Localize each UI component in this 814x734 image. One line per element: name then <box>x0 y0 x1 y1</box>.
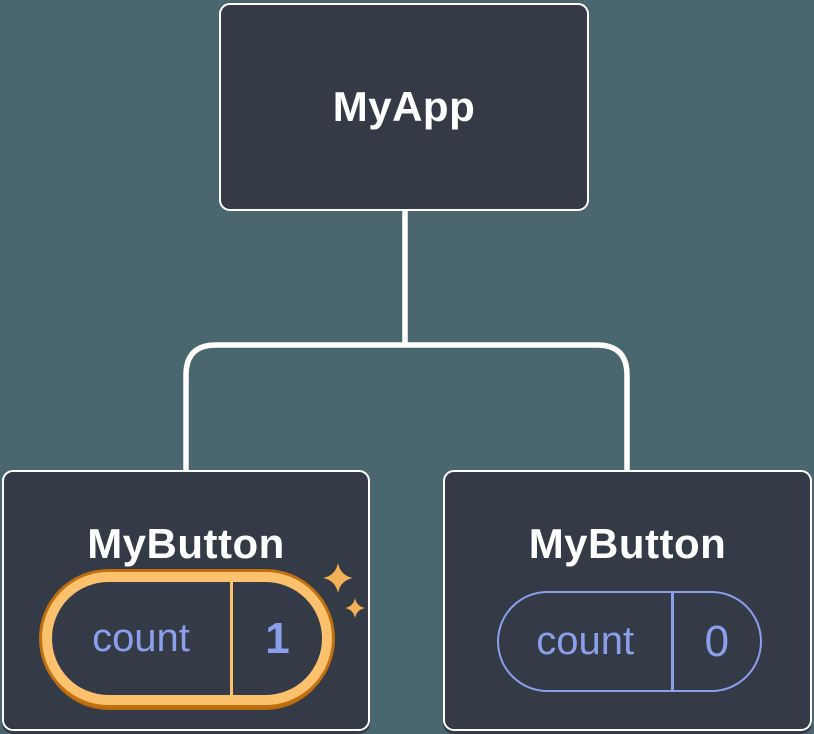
state-pill: count 0 <box>497 591 762 692</box>
sparkles-icon <box>323 563 366 619</box>
node-myapp: MyApp <box>219 3 589 211</box>
state-value: 0 <box>704 616 730 666</box>
state-value: 1 <box>265 613 290 663</box>
sparkle-large <box>323 563 353 593</box>
sparkle-small <box>345 598 366 619</box>
node-mybutton-right-label: MyButton <box>528 520 727 567</box>
pill-divider <box>230 582 233 695</box>
state-key-label: count <box>536 619 635 663</box>
state-key-label: count <box>92 616 190 660</box>
node-mybutton-left: MyButton count 1 <box>2 470 370 731</box>
node-mybutton-right: MyButton count 0 <box>443 470 812 731</box>
state-pill-highlighted: count 1 <box>42 572 332 705</box>
connector-branch <box>183 342 630 472</box>
pill-divider <box>671 593 674 690</box>
node-myapp-label: MyApp <box>332 83 476 130</box>
node-mybutton-left-label: MyButton <box>87 520 285 567</box>
